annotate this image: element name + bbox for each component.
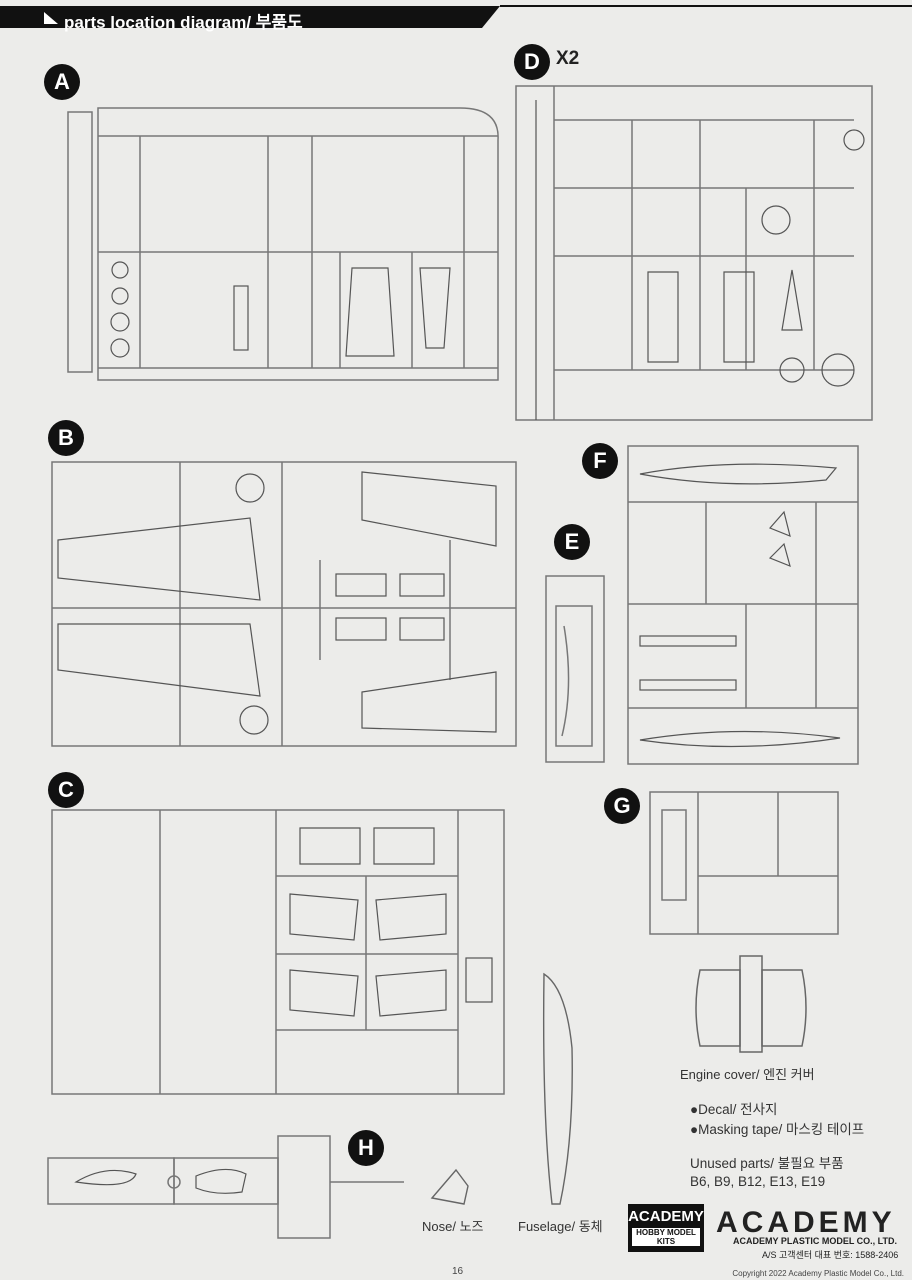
sprue-f-diagram (627, 445, 859, 765)
sprue-d-multiplier: X2 (556, 48, 580, 69)
unused-parts-title: Unused parts/ 불필요 부품 (690, 1156, 844, 1171)
academy-box-logo: ACADEMY HOBBY MODEL KITS (628, 1204, 704, 1252)
box-logo-text: ACADEMY (628, 1208, 704, 1225)
sprue-b-diagram (51, 461, 517, 747)
engine-cover-diagram (695, 955, 807, 1053)
box-logo-subtext: HOBBY MODEL KITS (632, 1228, 700, 1246)
fuselage-label: Fuselage/ 동체 (518, 1219, 603, 1234)
sprue-a-diagram (67, 107, 499, 381)
sprue-h-diagram (47, 1135, 404, 1239)
page-number: 16 (452, 1266, 464, 1277)
copyright-text: Copyright 2022 Academy Plastic Model Co.… (732, 1269, 904, 1278)
section-h-marker: H (348, 1130, 384, 1166)
fuselage-part-diagram (542, 972, 573, 1205)
section-b-marker: B (48, 420, 84, 456)
service-number: A/S 고객센터 대표 번호: 1588-2406 (762, 1250, 899, 1260)
engine-cover-label: Engine cover/ 엔진 커버 (680, 1067, 815, 1082)
section-f-marker: F (582, 443, 618, 479)
section-a-marker: A (44, 64, 80, 100)
sprue-d-diagram (515, 85, 873, 421)
sprue-g-diagram (649, 791, 839, 935)
section-g-marker: G (604, 788, 640, 824)
nose-label: Nose/ 노즈 (422, 1219, 484, 1234)
sprue-e-diagram (545, 575, 605, 763)
section-e-marker: E (554, 524, 590, 560)
section-d-marker: D (514, 44, 550, 80)
decal-item: ●Decal/ 전사지 (690, 1102, 778, 1117)
nose-part-diagram (430, 1168, 469, 1205)
sprue-c-diagram (51, 809, 505, 1095)
masking-tape-item: ●Masking tape/ 마스킹 테이프 (690, 1122, 865, 1137)
company-name: ACADEMY PLASTIC MODEL CO., LTD. (733, 1236, 898, 1246)
section-c-marker: C (48, 772, 84, 808)
header-bar (0, 5, 912, 28)
academy-wordmark: ACADEMY (716, 1206, 896, 1239)
page-title: parts location diagram/ 부품도 (64, 13, 303, 32)
unused-parts-list: B6, B9, B12, E13, E19 (690, 1174, 826, 1189)
